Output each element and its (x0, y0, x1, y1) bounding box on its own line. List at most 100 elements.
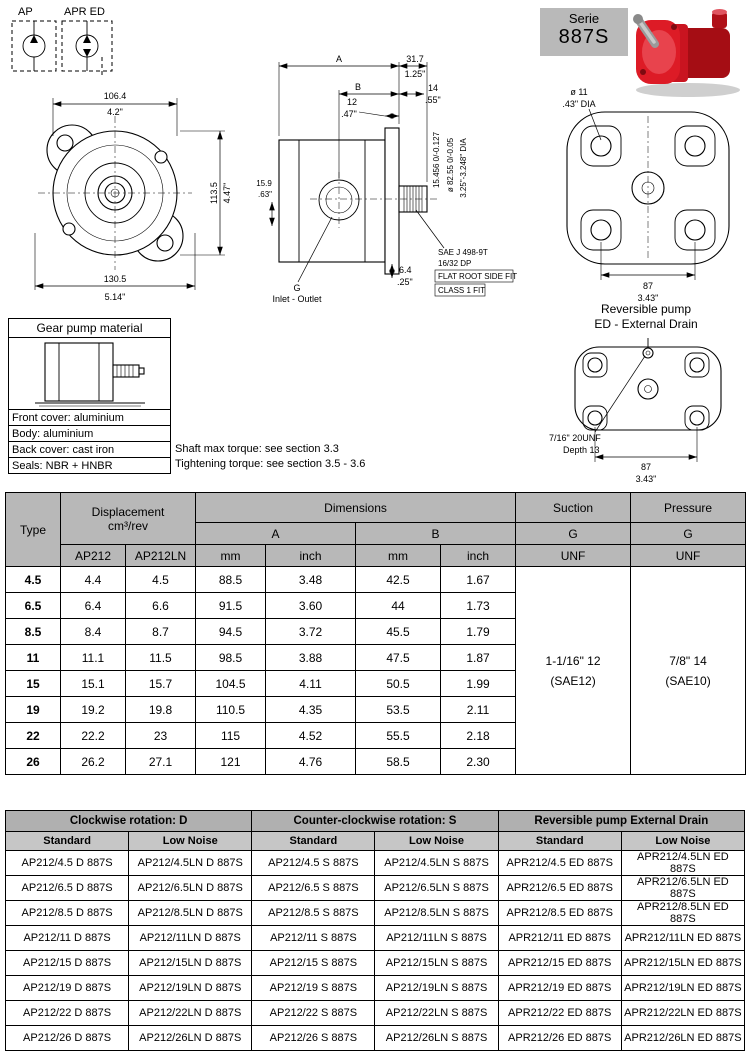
table-cell: AP212/15LN S 887S (374, 950, 499, 976)
sub-header-low-noise: Low Noise (620, 831, 746, 851)
col-header-displacement: Displacement cm³/rev (59, 492, 197, 545)
col-header-ap212ln: AP212LN (124, 544, 197, 567)
col-header-b-inch: inch (440, 544, 517, 567)
bolt-hole (62, 222, 76, 236)
dim-6-4-in: .25" (397, 277, 413, 287)
table-cell: 23 (124, 722, 197, 749)
hydraulic-symbols: AP APR ED (11, 6, 113, 75)
table-cell: APR212/8.5 ED 887S (497, 900, 622, 926)
spline-note-line4: CLASS 1 FIT (438, 286, 485, 295)
sub-header-standard: Standard (4, 831, 130, 851)
pump-body-rear (678, 28, 730, 78)
table-cell: APR212/8.5LN ED 887S (620, 900, 746, 926)
dim-bolt-span-mm: 87 (643, 281, 653, 291)
table-cell: 6.6 (124, 592, 197, 619)
bolt-hole (684, 135, 706, 157)
port-g-label: G (293, 283, 300, 293)
serie-number: 887S (558, 26, 610, 48)
table-cell: 1.79 (440, 618, 517, 645)
table-cell: 110.5 (195, 696, 267, 723)
col-header-pressure-unf: UNF (630, 544, 747, 567)
table-cell: AP212/11LN S 887S (374, 925, 499, 951)
table-cell: 88.5 (195, 566, 267, 593)
table-cell: AP212/11 D 887S (4, 925, 130, 951)
material-line-front-cover: Front cover: aluminium (9, 410, 170, 426)
col-header-b-mm: mm (355, 544, 442, 567)
table-cell: APR212/22LN ED 887S (620, 1000, 746, 1026)
table-cell: 11.1 (60, 644, 126, 671)
sub-header-low-noise: Low Noise (128, 831, 253, 851)
table-cell: AP212/6.5LN D 887S (128, 875, 253, 901)
dim-base-mm: 130.5 (104, 274, 127, 284)
table-cell: AP212/26 D 887S (4, 1025, 130, 1051)
table-cell: 3.88 (265, 644, 357, 671)
table-cell: AP212/8.5 S 887S (251, 900, 376, 926)
table-cell: AP212/6.5 D 887S (4, 875, 130, 901)
table-cell: 15 (5, 670, 61, 697)
material-line-back-cover: Back cover: cast iron (9, 442, 170, 458)
side-view-drawing: A 31.7 1.25" B 14 .55" 12 .47" 15.9 .63"… (256, 54, 517, 304)
pump-body-side (278, 139, 386, 263)
bolt-hole (590, 219, 612, 241)
bolt-hole (689, 410, 705, 426)
table-cell: 11 (5, 644, 61, 671)
table-cell: APR212/19LN ED 887S (620, 975, 746, 1001)
group-header-counter-clockwise: Counter-clockwise rotation: S (251, 810, 499, 832)
table-cell: 4.76 (265, 748, 357, 775)
col-header-a-inch: inch (265, 544, 357, 567)
table-cell: 6.4 (60, 592, 126, 619)
note-shaft-torque: Shaft max torque: see section 3.3 (175, 443, 339, 455)
bolt-hole (587, 357, 603, 373)
serie-label: Serie (568, 11, 600, 26)
table-cell: AP212/8.5LN D 887S (128, 900, 253, 926)
table-cell: 6.5 (5, 592, 61, 619)
table-cell: AP212/19LN D 887S (128, 975, 253, 1001)
table-cell: APR212/22 ED 887S (497, 1000, 622, 1026)
table-cell: AP212/6.5 S 887S (251, 875, 376, 901)
col-header-b: B (355, 522, 517, 545)
table-cell: AP212/15LN D 887S (128, 950, 253, 976)
col-header-suction-g: G (515, 522, 632, 545)
table-cell: 53.5 (355, 696, 442, 723)
table-cell: 4.4 (60, 566, 126, 593)
drain-depth-label: Depth 13 (563, 445, 600, 455)
center-pilot (637, 378, 659, 400)
table-cell: 50.5 (355, 670, 442, 697)
table-cell: 3.48 (265, 566, 357, 593)
col-header-ap212: AP212 (60, 544, 126, 567)
note-tightening-torque: Tightening torque: see section 3.5 - 3.6 (175, 458, 366, 470)
dim-hole-mm: ø 11 (570, 87, 587, 97)
ordering-table-header: Clockwise rotation: D Counter-clockwise … (4, 810, 746, 851)
table-cell: 44 (355, 592, 442, 619)
table-cell: APR212/6.5 ED 887S (497, 875, 622, 901)
table-cell: 15.1 (60, 670, 126, 697)
dim-bolt-span-in: 3.43" (638, 293, 659, 303)
table-cell: AP212/19 D 887S (4, 975, 130, 1001)
table-cell: 26 (5, 748, 61, 775)
table-cell: APR212/19 ED 887S (497, 975, 622, 1001)
dim-base-in: 5.14" (105, 292, 126, 302)
dimensions-table-header: Type Displacement cm³/rev Dimensions Suc… (5, 492, 747, 567)
torque-notes: Shaft max torque: see section 3.3 Tighte… (175, 442, 365, 472)
table-cell: 1-1/16" 12 (SAE12) (515, 566, 632, 775)
table-cell: 15.7 (124, 670, 197, 697)
table-cell: APR212/11LN ED 887S (620, 925, 746, 951)
table-cell: 42.5 (355, 566, 442, 593)
table-cell: AP212/26LN D 887S (128, 1025, 253, 1051)
table-cell: 19.2 (60, 696, 126, 723)
table-cell: AP212/22 S 887S (251, 1000, 376, 1026)
material-box-title: Gear pump material (9, 319, 170, 338)
